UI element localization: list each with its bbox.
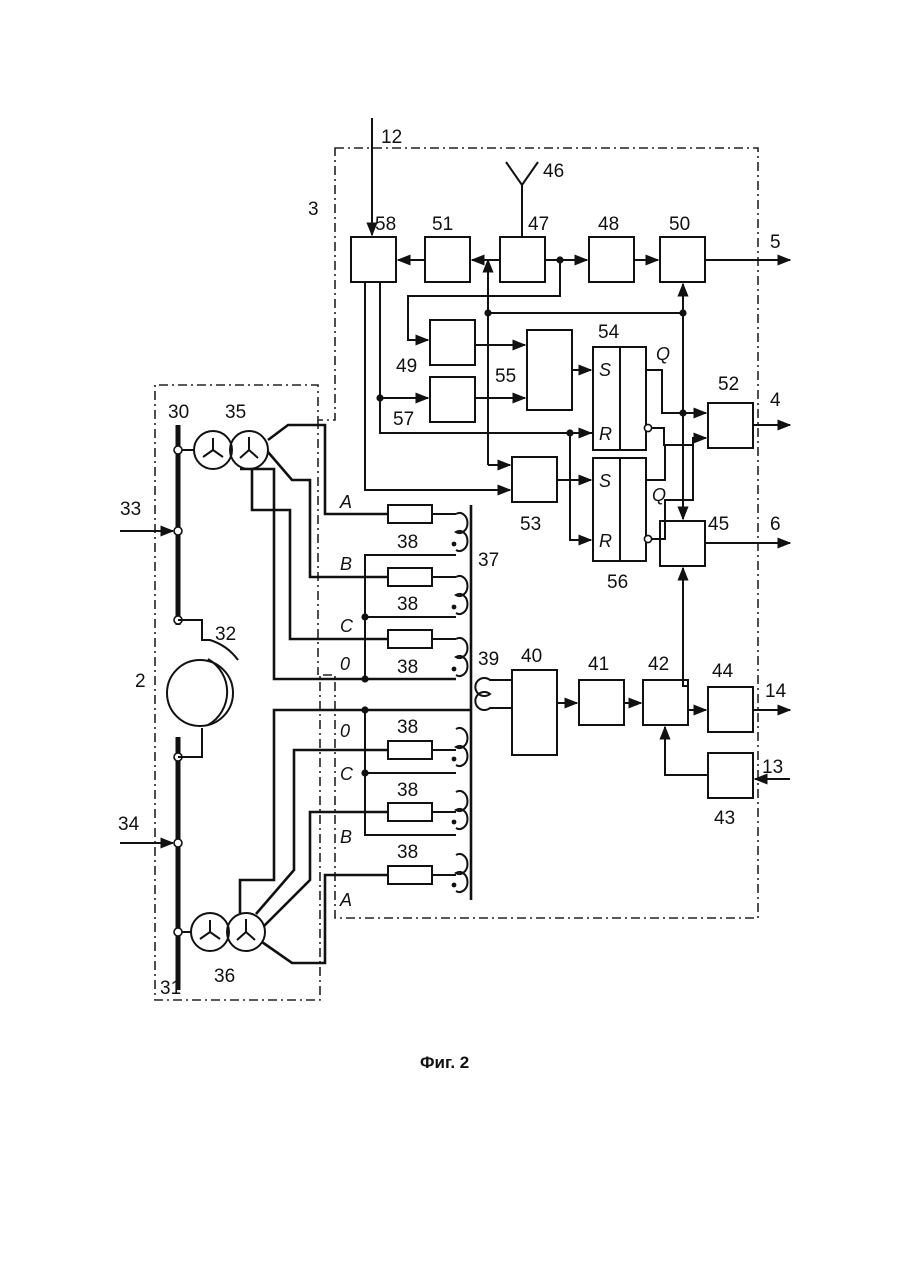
block-40 (512, 670, 557, 755)
label-4: 4 (770, 390, 781, 411)
trigger-54-r: R (599, 424, 612, 444)
phase-b-lower: B (340, 827, 352, 847)
label-41: 41 (588, 654, 609, 675)
block-55 (527, 330, 572, 410)
trigger-54-q: Q (656, 344, 670, 364)
label-13: 13 (762, 757, 783, 778)
label-44: 44 (712, 661, 734, 682)
block-41 (579, 680, 624, 725)
transformer-35 (182, 431, 268, 469)
label-38-f: 38 (397, 842, 418, 863)
label-57: 57 (393, 409, 414, 430)
figure-caption: Фиг. 2 (420, 1053, 469, 1072)
label-40: 40 (521, 646, 542, 667)
trigger-56-r: R (599, 531, 612, 551)
block-51 (425, 237, 470, 282)
block-53 (512, 457, 557, 502)
label-3: 3 (308, 199, 319, 220)
phase-b-upper: B (340, 554, 352, 574)
block-57 (430, 377, 475, 422)
label-56: 56 (607, 572, 628, 593)
block-44 (708, 687, 753, 732)
label-31: 31 (160, 978, 181, 999)
block-52 (708, 403, 753, 448)
label-34: 34 (118, 814, 140, 835)
trigger-56-s: S (599, 471, 611, 491)
block-50 (660, 237, 705, 282)
phase-0-upper: 0 (340, 654, 350, 674)
label-38-d: 38 (397, 717, 418, 738)
transformer-36 (182, 913, 265, 951)
label-33: 33 (120, 499, 141, 520)
label-55: 55 (495, 366, 516, 387)
block-48 (589, 237, 634, 282)
block-42 (643, 680, 688, 725)
label-38-c: 38 (397, 657, 418, 678)
label-32: 32 (215, 624, 236, 645)
phase-a-lower: A (339, 890, 352, 910)
label-14: 14 (765, 681, 787, 702)
label-37: 37 (478, 550, 499, 571)
label-58: 58 (375, 214, 396, 235)
block-47 (500, 237, 545, 282)
label-39: 39 (478, 649, 499, 670)
block-45 (660, 521, 705, 566)
label-36: 36 (214, 966, 235, 987)
label-38-e: 38 (397, 780, 418, 801)
label-38-b: 38 (397, 594, 418, 615)
coil-39 (475, 678, 512, 710)
label-5: 5 (770, 232, 781, 253)
label-52: 52 (718, 374, 739, 395)
label-46: 46 (543, 161, 564, 182)
label-50: 50 (669, 214, 690, 235)
label-38-a: 38 (397, 532, 418, 553)
block-43 (708, 753, 753, 798)
trigger-56-q: Q (652, 485, 666, 505)
label-49: 49 (396, 356, 417, 377)
label-47: 47 (528, 214, 549, 235)
label-54: 54 (598, 322, 620, 343)
block-58 (351, 237, 396, 282)
phase-c-upper: C (340, 616, 354, 636)
phase-0-lower: 0 (340, 721, 350, 741)
phase-c-lower: C (340, 764, 354, 784)
label-51: 51 (432, 214, 453, 235)
label-35: 35 (225, 402, 246, 423)
label-45: 45 (708, 514, 729, 535)
label-6: 6 (770, 514, 781, 535)
label-43: 43 (714, 808, 735, 829)
label-30: 30 (168, 402, 189, 423)
phase-a-upper: A (339, 492, 352, 512)
label-48: 48 (598, 214, 619, 235)
resistor-coil-group-38 (388, 505, 467, 892)
block-49 (430, 320, 475, 365)
label-2: 2 (135, 671, 146, 692)
label-53: 53 (520, 514, 541, 535)
label-12: 12 (381, 127, 402, 148)
label-42: 42 (648, 654, 669, 675)
trigger-54-s: S (599, 360, 611, 380)
